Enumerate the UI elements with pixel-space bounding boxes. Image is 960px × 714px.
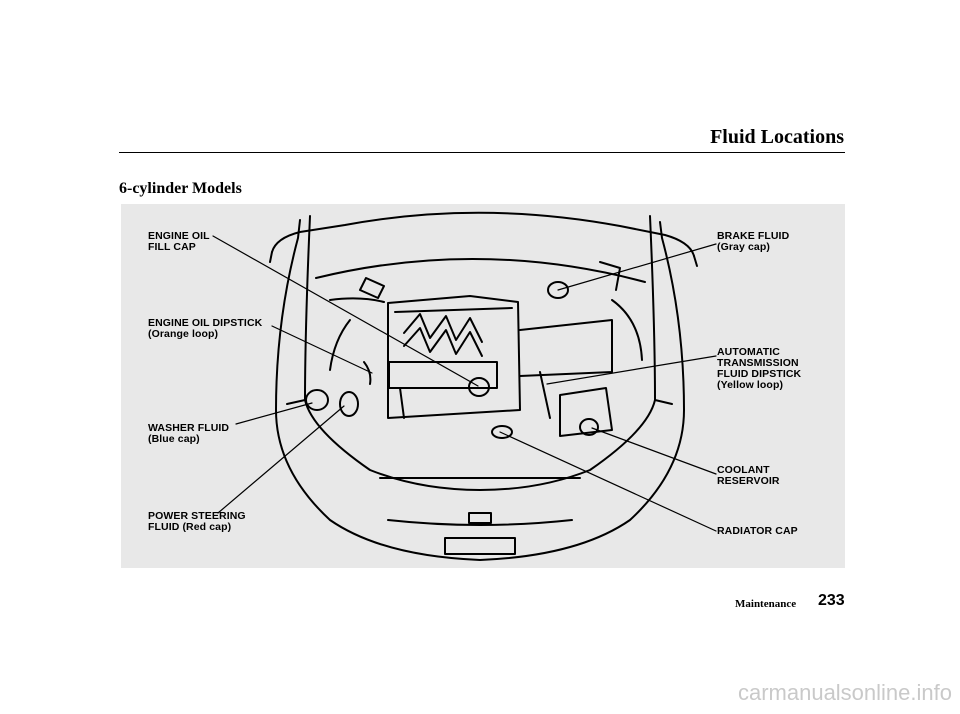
- label-brake-fluid: BRAKE FLUID (Gray cap): [717, 230, 790, 253]
- hood-outline: [269, 211, 698, 283]
- section-title: 6-cylinder Models: [119, 180, 242, 197]
- label-radiator-cap: RADIATOR CAP: [717, 525, 798, 537]
- footer-section-name: Maintenance: [735, 598, 797, 610]
- page-title: Fluid Locations: [710, 126, 844, 148]
- label-engine-oil-fill-cap: ENGINE OIL FILL CAP: [148, 230, 210, 253]
- label-washer-fluid: WASHER FLUID (Blue cap): [148, 422, 230, 445]
- leader-lines: [212, 235, 717, 532]
- label-atf-dipstick: AUTOMATIC TRANSMISSION FLUID DIPSTICK (Y…: [717, 346, 802, 391]
- watermark: carmanualsonline.info: [737, 680, 952, 705]
- label-coolant-reservoir: COOLANT RESERVOIR: [717, 464, 780, 487]
- label-engine-oil-dipstick: ENGINE OIL DIPSTICK (Orange loop): [148, 317, 263, 340]
- diagram-panel: [121, 204, 845, 568]
- header-rule: [119, 152, 845, 153]
- page-number: 233: [818, 592, 845, 609]
- label-power-steering-fluid: POWER STEERING FLUID (Red cap): [148, 510, 246, 533]
- body-outline: [275, 215, 685, 561]
- engine-block: [305, 261, 643, 439]
